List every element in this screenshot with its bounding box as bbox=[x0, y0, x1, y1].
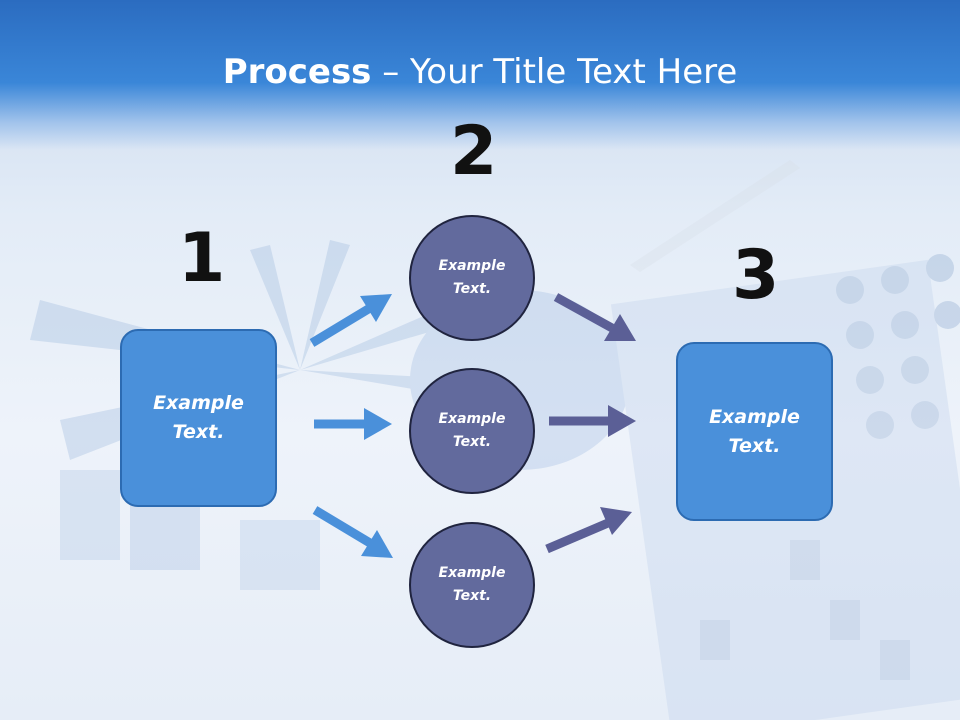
step-1-box: Example Text. bbox=[120, 329, 277, 507]
title-banner bbox=[0, 0, 960, 150]
arrow-circle3-to-box3 bbox=[545, 507, 632, 554]
page-title: Process – Your Title Text Here bbox=[0, 52, 960, 92]
step-3-box: Example Text. bbox=[676, 342, 833, 521]
step-number-1: 1 bbox=[178, 219, 226, 298]
step-number-2: 2 bbox=[450, 112, 498, 191]
arrow-circle1-to-box3 bbox=[553, 293, 636, 341]
title-bold: Process bbox=[222, 52, 372, 92]
arrow-box1-to-circle2 bbox=[314, 408, 392, 440]
step-number-3: 3 bbox=[732, 236, 780, 315]
circle-top-label: Example Text. bbox=[438, 258, 506, 297]
step-2-circle-middle: Example Text. bbox=[409, 368, 535, 494]
step-3-label: Example Text. bbox=[709, 405, 800, 457]
step-2-circle-bottom: Example Text. bbox=[409, 522, 535, 648]
circle-middle-label: Example Text. bbox=[438, 411, 506, 450]
title-rest: – Your Title Text Here bbox=[371, 52, 738, 92]
arrow-box1-to-circle3 bbox=[312, 506, 393, 558]
arrow-box1-to-circle1 bbox=[309, 294, 392, 347]
step-1-label: Example Text. bbox=[153, 392, 244, 443]
step-2-circle-top: Example Text. bbox=[409, 215, 535, 341]
circle-bottom-label: Example Text. bbox=[438, 565, 506, 604]
arrow-circle2-to-box3 bbox=[549, 405, 636, 437]
